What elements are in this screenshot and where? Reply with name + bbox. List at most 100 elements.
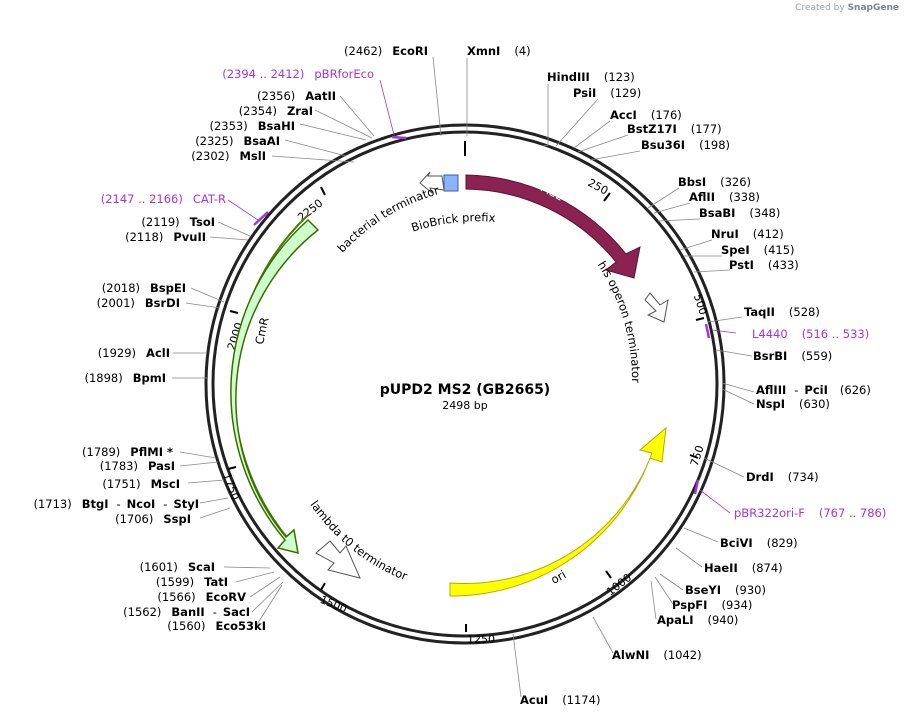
primer-mark-pbrforeco <box>391 135 407 140</box>
feature-lambda-label: lambda t0 terminator <box>308 498 410 583</box>
leader-bsaai <box>284 139 347 157</box>
site-bsrdi[interactable]: (2001)BsrDI <box>97 296 180 310</box>
site-acui[interactable]: AcuI(1174) <box>520 693 600 707</box>
site-nrui[interactable]: NruI(412) <box>711 227 784 241</box>
leader-pasi <box>179 461 219 467</box>
tick-mark-2000 <box>229 310 239 314</box>
tick-mark-500 <box>695 317 705 321</box>
leader-msci <box>187 479 225 484</box>
site-aflii[interactable]: AflII(338) <box>689 190 760 204</box>
leader-hindiii <box>542 84 549 147</box>
leader-eco53ki <box>255 584 283 627</box>
site-alwni[interactable]: AlwNI(1042) <box>612 648 702 662</box>
tick-mark-1500 <box>320 582 326 591</box>
primer-cat-r[interactable]: (2147 .. 2166)CAT-R <box>101 192 226 206</box>
feature-ms2-arrow[interactable] <box>465 174 641 279</box>
primer-labels: (2394 .. 2412)pBRforEco (2147 .. 2166)CA… <box>101 67 887 520</box>
feature-ori-arrow[interactable] <box>449 426 667 597</box>
site-bsabi[interactable]: BsaBI(348) <box>699 206 780 220</box>
leader-pbr322ori-f <box>699 489 731 514</box>
tick-250: 250 <box>586 176 611 197</box>
site-tsoi[interactable]: (2119)TsoI <box>141 215 215 229</box>
leader-apali <box>650 580 657 620</box>
site-bpmi[interactable]: (1898)BpmI <box>84 371 166 385</box>
site-labels-right: XmnI(4) HindIII(123) PsiI(129) AccI(176)… <box>467 44 871 707</box>
primer-marks <box>253 135 711 495</box>
site-psti[interactable]: PstI(433) <box>729 258 799 272</box>
site-bsrbi[interactable]: BsrBI(559) <box>753 349 832 363</box>
backbone-outer <box>204 123 726 645</box>
credit-prefix: Created by <box>795 3 845 13</box>
site-drdi[interactable]: DrdI(734) <box>746 470 819 484</box>
leader-tsoi <box>217 221 251 237</box>
site-banii-saci[interactable]: (1562)BanII-SacI <box>123 605 250 619</box>
leader-aatii <box>339 95 375 137</box>
site-eco53ki[interactable]: (1560)Eco53kI <box>167 619 266 633</box>
leader-bseyi <box>659 573 684 591</box>
feature-his-label: his operon terminator <box>595 258 643 383</box>
site-tati[interactable]: (1599)TatI <box>156 575 228 589</box>
leader-ecori <box>432 56 442 137</box>
leader-nspi <box>721 388 755 405</box>
site-btgi-ncoi-styi[interactable]: (1713)BtgI-NcoI-StyI <box>33 497 199 511</box>
plasmid-title: pUPD2 MS2 (GB2665) <box>380 382 550 398</box>
tick-mark-1000 <box>605 570 612 579</box>
site-ecori[interactable]: (2462)EcoRI <box>344 44 428 58</box>
site-pflmi[interactable]: (1789)PflMI * <box>82 445 173 459</box>
site-spei[interactable]: SpeI(415) <box>721 243 795 257</box>
tick-750: 750 <box>688 444 707 468</box>
site-zrai[interactable]: (2354)ZraI <box>239 104 313 118</box>
site-aatii[interactable]: (2356)AatII <box>257 89 336 103</box>
site-bsu36i[interactable]: Bsu36I(198) <box>641 138 730 152</box>
site-bspei[interactable]: (2018)BspEI <box>102 281 186 295</box>
leader-bsrdi <box>185 302 221 309</box>
leader-l4440 <box>711 329 737 334</box>
leader-pflmi <box>179 451 217 459</box>
leader-drdi <box>703 457 745 478</box>
tick-2250: 2250 <box>295 197 325 224</box>
site-afliii-pcii[interactable]: AflIII-PciI(626) <box>756 383 871 397</box>
leader-bcivi <box>683 527 719 543</box>
site-msci[interactable]: (1751)MscI <box>102 477 180 491</box>
feature-cmr-arrow[interactable] <box>230 218 320 555</box>
primer-l4440[interactable]: L4440(516 .. 533) <box>752 327 869 341</box>
leader-afliii <box>721 382 755 393</box>
feature-biobrick-prefix[interactable] <box>443 174 459 192</box>
tick-500: 500 <box>691 292 710 316</box>
feature-his-operon-terminator[interactable] <box>644 292 669 323</box>
site-scai[interactable]: (1601)ScaI <box>140 560 215 574</box>
tick-1500: 1500 <box>318 593 349 616</box>
site-ecorv[interactable]: (1566)EcoRV <box>157 590 246 604</box>
feature-lambda-t0-terminator[interactable] <box>315 540 361 579</box>
leader-lines <box>172 56 755 698</box>
site-bbsi[interactable]: BbsI(326) <box>678 175 751 189</box>
site-acli[interactable]: (1929)AclI <box>98 346 170 360</box>
plasmid-size: 2498 bp <box>442 399 487 412</box>
site-xmni[interactable]: XmnI(4) <box>467 44 531 58</box>
site-bseyi[interactable]: BseYI(930) <box>685 583 766 597</box>
leader-haeii <box>675 547 703 568</box>
site-bcivi[interactable]: BciVI(829) <box>720 536 798 550</box>
site-pasi[interactable]: (1783)PasI <box>100 459 175 473</box>
site-hindiii[interactable]: HindIII(123) <box>547 70 635 84</box>
site-nspi[interactable]: NspI(630) <box>756 397 830 411</box>
primer-pbrforeco[interactable]: (2394 .. 2412)pBRforEco <box>222 67 374 81</box>
site-apali[interactable]: ApaLI(940) <box>657 613 738 627</box>
tick-labels: 250 500 750 1000 1250 1500 1750 2000 225… <box>220 176 710 646</box>
site-bsaai[interactable]: (2325)BsaAI <box>195 134 280 148</box>
feature-bacterial-terminator[interactable] <box>419 171 445 194</box>
leader-bspei <box>190 287 225 303</box>
site-haeii[interactable]: HaeII(874) <box>704 561 783 575</box>
leader-bstz17i <box>577 134 629 153</box>
primer-mark-cat-r <box>253 211 269 226</box>
site-taqii[interactable]: TaqII(528) <box>744 305 820 319</box>
primer-pbr322ori-f[interactable]: pBR322ori-F(767 .. 786) <box>734 506 886 520</box>
site-sspi[interactable]: (1706)SspI <box>115 512 191 526</box>
site-bsahi[interactable]: (2353)BsaHI <box>209 119 295 133</box>
site-bstz17i[interactable]: BstZ17I(177) <box>627 122 722 136</box>
site-acci[interactable]: AccI(176) <box>610 108 682 122</box>
site-msli[interactable]: (2302)MslI <box>191 149 266 163</box>
site-pspfi[interactable]: PspFI(934) <box>672 598 752 612</box>
site-pvuii[interactable]: (2118)PvuII <box>125 230 206 244</box>
site-psii[interactable]: PsiI(129) <box>573 86 641 100</box>
